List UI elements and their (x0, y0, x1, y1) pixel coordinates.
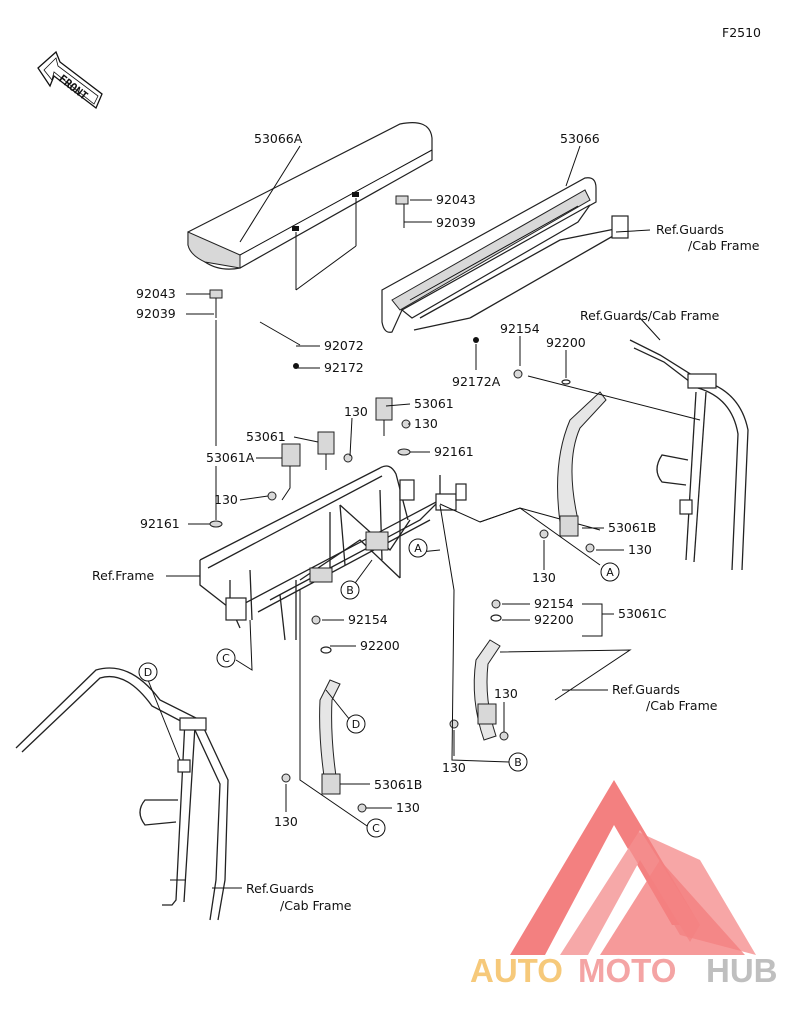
callout-92043-top: 92043 (436, 192, 476, 207)
cab-frame-rear-right (629, 339, 749, 571)
callout-53066: 53066 (560, 131, 600, 146)
leader-lines (147, 145, 661, 889)
ref-marker-B2: B (508, 752, 528, 772)
callout-130-a: 130 (344, 404, 368, 419)
callout-92172A: 92172A (452, 374, 501, 389)
callout-53061B-bottom: 53061B (374, 777, 422, 792)
callout-92200-top: 92200 (546, 335, 586, 350)
callout-92154-top: 92154 (500, 321, 540, 336)
callout-92200-mid: 92200 (360, 638, 400, 653)
part-labels: 53066A 53066 92043 92039 92043 92039 920… (136, 131, 667, 829)
ref-guards-1-line1: Ref.Guards (656, 222, 724, 237)
callout-92039-left: 92039 (136, 306, 176, 321)
buckle-53061-right (375, 397, 393, 436)
callout-53061-b: 53061 (246, 429, 286, 444)
belt-53061B-right (513, 369, 701, 537)
callout-130-f: 130 (494, 686, 518, 701)
ref-marker-C1: C (216, 648, 236, 668)
callout-92039-top: 92039 (436, 215, 476, 230)
ref-frame: Ref.Frame (92, 568, 155, 583)
callout-53061A: 53061A (206, 450, 255, 465)
belt-53061C (473, 599, 632, 741)
callout-92200-right: 92200 (534, 612, 574, 627)
ref-guards-4-line1: Ref.Guards (246, 881, 314, 896)
ref-guards-1-line2: /Cab Frame (688, 238, 760, 253)
svg-text:B: B (514, 756, 522, 769)
svg-text:D: D (352, 718, 360, 731)
watermark-auto: AUTO (470, 952, 563, 989)
buckle-53061A (281, 443, 301, 501)
callout-130-e: 130 (532, 570, 556, 585)
seat-cushion-53066A (187, 122, 433, 291)
ref-marker-D2: D (346, 714, 366, 734)
belt-53061B-bottom (311, 615, 341, 795)
buckle-53061-left (317, 431, 335, 470)
callout-53061C: 53061C (618, 606, 667, 621)
watermark-hub: HUB (706, 952, 778, 989)
figure-code: F2510 (722, 25, 761, 40)
callout-130-i: 130 (274, 814, 298, 829)
svg-text:A: A (414, 542, 422, 555)
callout-92172: 92172 (324, 360, 364, 375)
callout-92161-right: 92161 (434, 444, 474, 459)
ref-marker-A2: A (600, 562, 620, 582)
callout-92043-left: 92043 (136, 286, 176, 301)
callout-130-c: 130 (214, 492, 238, 507)
front-arrow-icon: FRONT (37, 50, 103, 110)
ref-marker-A1: A (408, 538, 428, 558)
callout-53061B-right: 53061B (608, 520, 656, 535)
callout-130-h: 130 (396, 800, 420, 815)
callout-53066A: 53066A (254, 131, 303, 146)
svg-text:C: C (222, 652, 230, 665)
ref-guards-4-line2: /Cab Frame (280, 898, 352, 913)
ref-guards-2: Ref.Guards/Cab Frame (580, 308, 720, 323)
ref-marker-D1: D (138, 662, 158, 682)
ref-marker-B1: B (340, 580, 360, 600)
reference-labels: Ref.Guards /Cab Frame Ref.Guards/Cab Fra… (92, 222, 760, 913)
svg-text:B: B (346, 584, 354, 597)
ref-guards-3-line1: Ref.Guards (612, 682, 680, 697)
watermark-moto: MOTO (578, 952, 676, 989)
callout-92154-mid: 92154 (348, 612, 388, 627)
svg-text:C: C (372, 822, 380, 835)
watermark-text: AUTO MOTO HUB (470, 952, 778, 989)
callout-53061-a: 53061 (414, 396, 454, 411)
watermark-logo (510, 780, 756, 955)
cab-frame-front-left (15, 667, 229, 921)
callout-92154-right: 92154 (534, 596, 574, 611)
ref-marker-C2: C (366, 818, 386, 838)
callout-130-g: 130 (442, 760, 466, 775)
seat-back-53066 (381, 177, 629, 333)
ref-guards-3-line2: /Cab Frame (646, 698, 718, 713)
svg-text:D: D (144, 666, 152, 679)
callout-92161-left: 92161 (140, 516, 180, 531)
callout-130-d: 130 (628, 542, 652, 557)
callout-92072: 92072 (324, 338, 364, 353)
callout-130-b: 130 (414, 416, 438, 431)
svg-text:A: A (606, 566, 614, 579)
